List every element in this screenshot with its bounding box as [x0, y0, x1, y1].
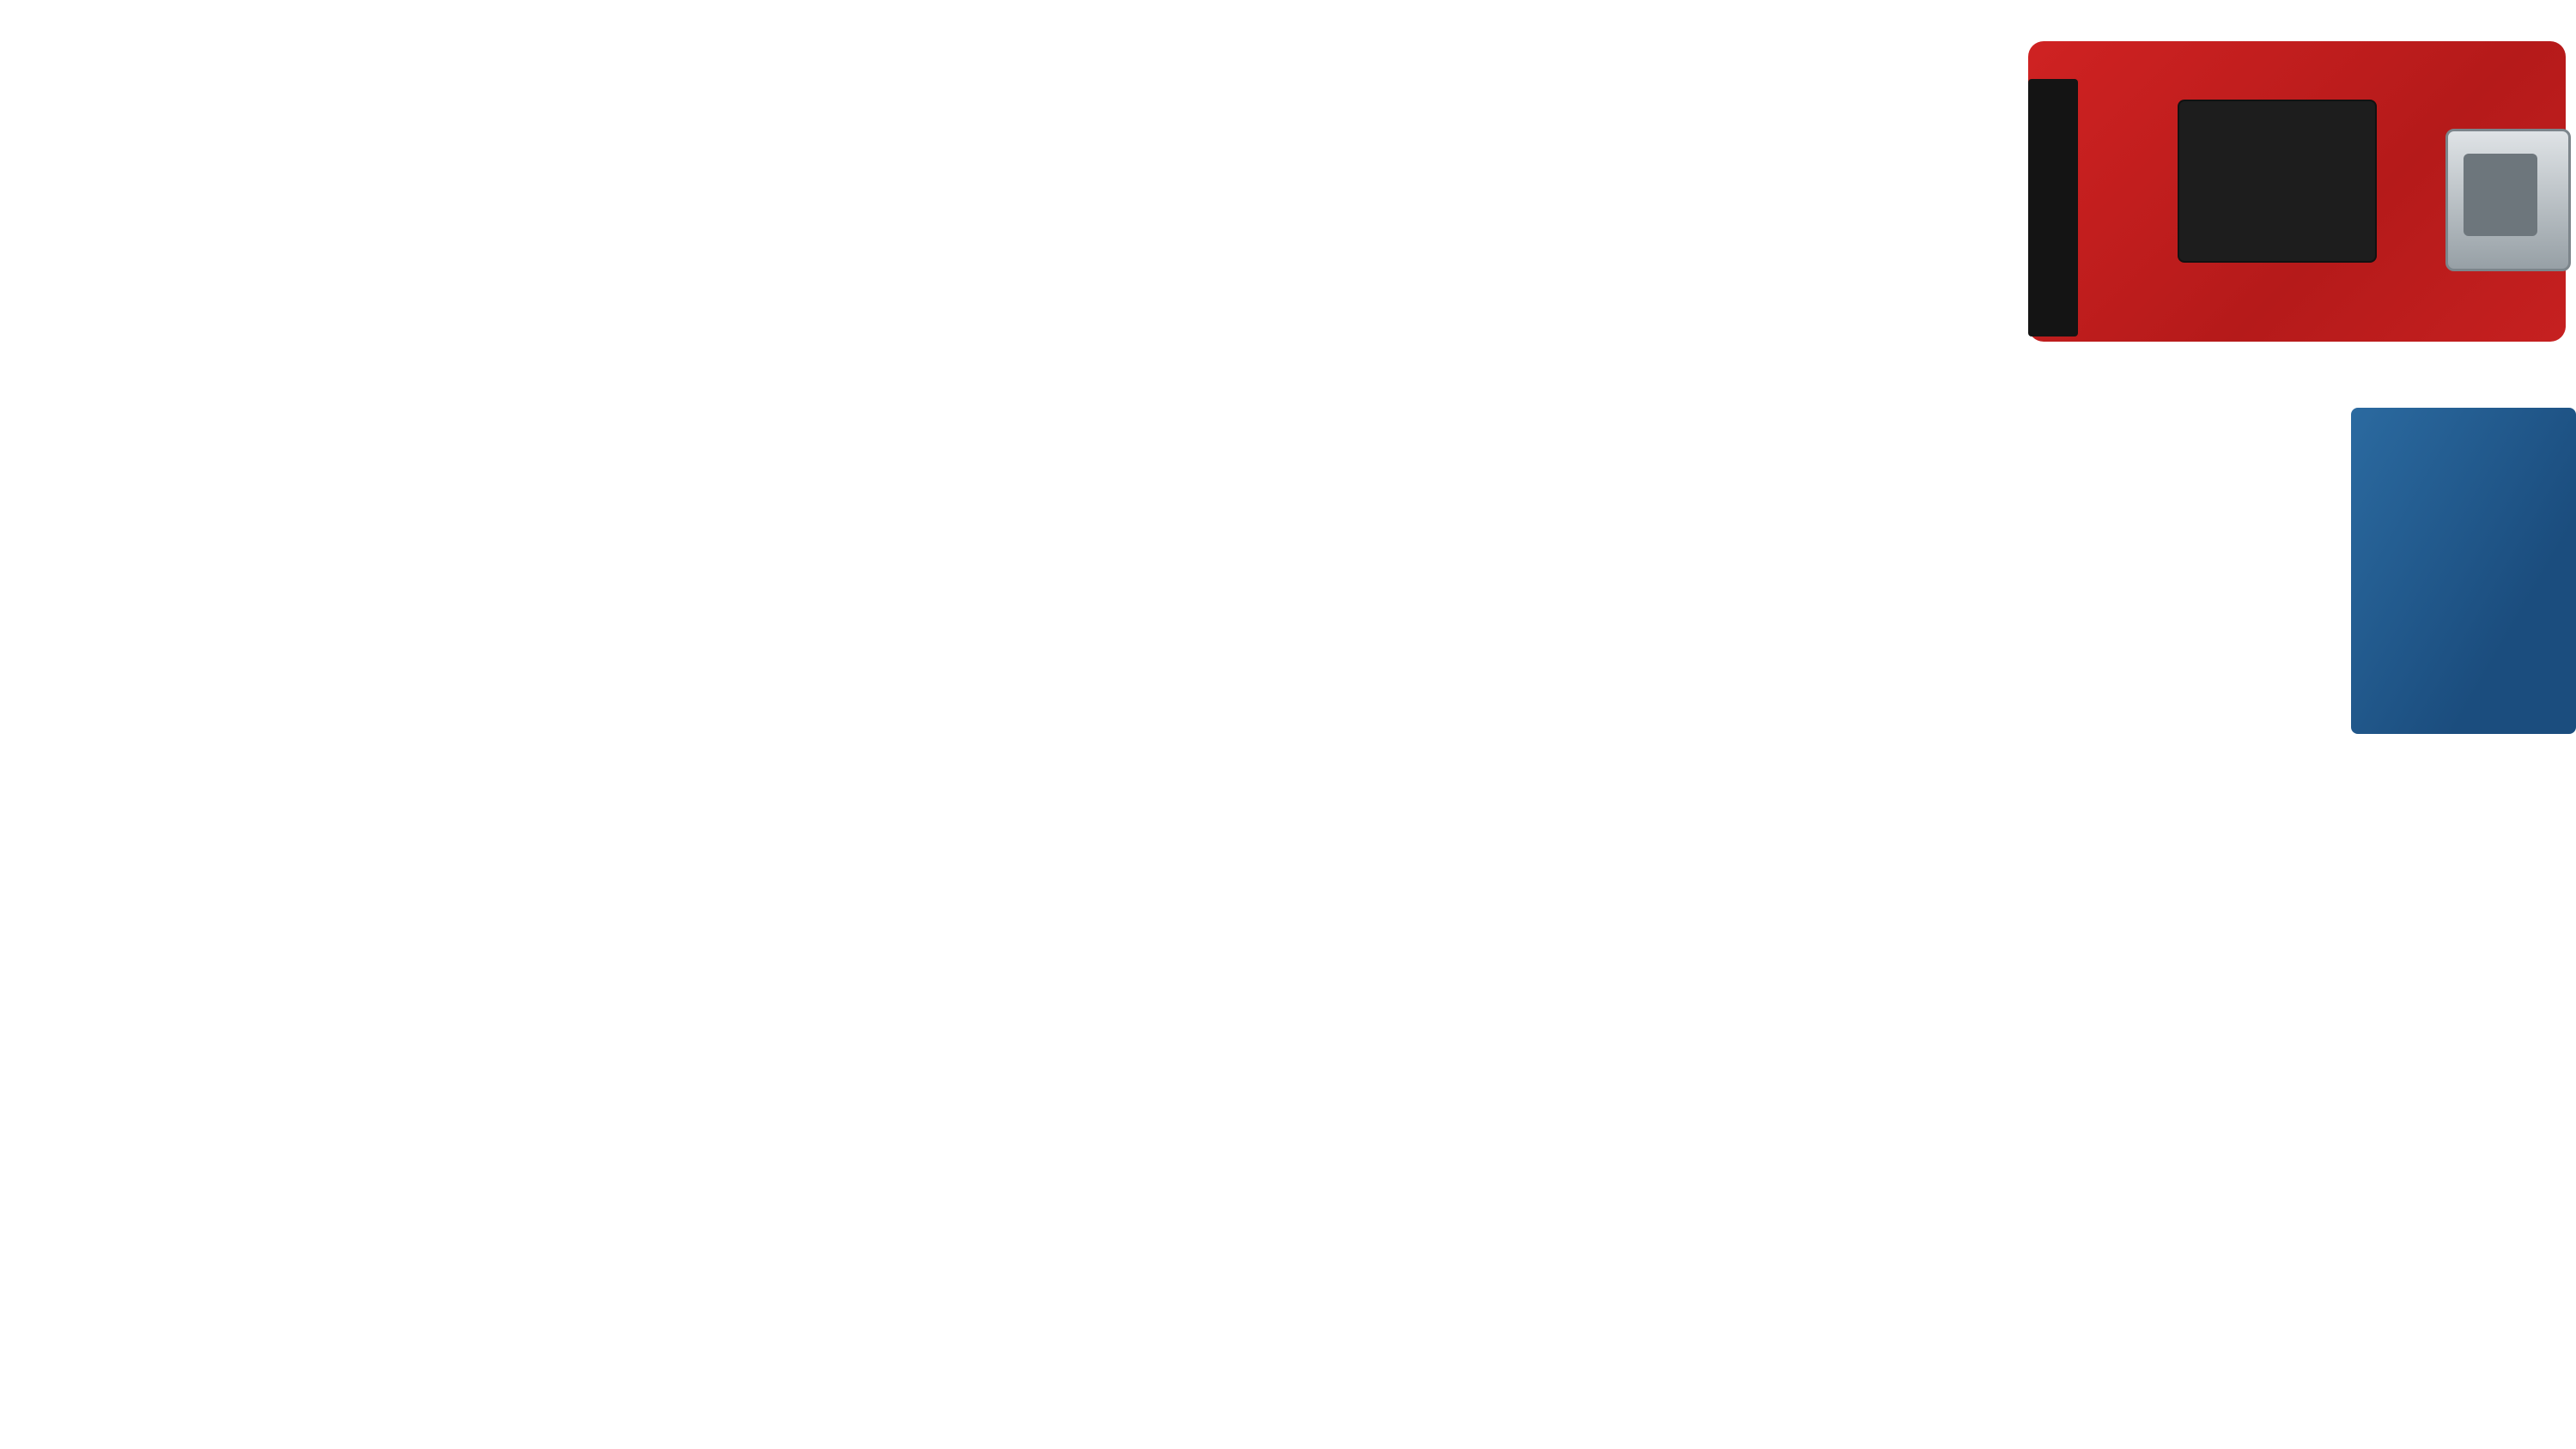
- ftdi-header-strip: [2028, 79, 2078, 336]
- ftdi-board-photo: [2028, 41, 2571, 342]
- ft232-chip: [2179, 101, 2375, 261]
- bluetooth-board-photo: [2351, 408, 2576, 734]
- mini-usb-connector: [2445, 129, 2571, 271]
